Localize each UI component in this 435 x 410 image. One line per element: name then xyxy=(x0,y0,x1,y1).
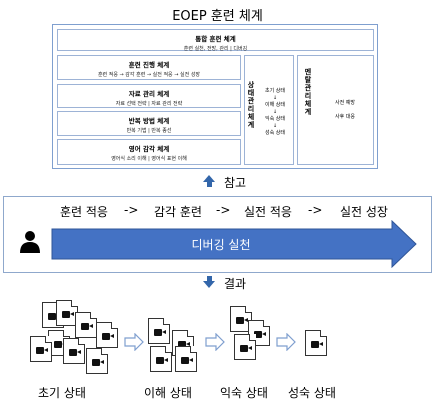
debugging-arrow: 디버깅 실천 xyxy=(51,219,417,269)
stage-label-initial: 초기 상태 xyxy=(38,386,86,400)
mental-item: 사후 대응 xyxy=(335,114,355,120)
box-material: 자료 관리 체계 자료 선택 전략 | 자료 관리 전략 xyxy=(57,84,241,108)
seq-step: 실전 적응 xyxy=(244,205,292,219)
state-flow: 초기 상태 ↓ 이해 상태 ↓ 익숙 상태 ↓ 성숙 상태 xyxy=(257,88,293,137)
box-sub: 자료 선택 전략 | 자료 관리 전략 xyxy=(115,101,183,107)
stage-label-familiar: 익숙 상태 xyxy=(220,386,268,400)
down-arrow-glyph: ↓ xyxy=(272,109,278,115)
mental-items: 사전 예방 사후 대응 xyxy=(320,96,370,124)
seq-step: 훈련 적응 xyxy=(60,205,108,219)
video-file-icon xyxy=(75,312,97,338)
up-arrow-icon xyxy=(203,175,215,187)
state-flow-item: 익숙 상태 xyxy=(265,116,285,122)
video-file-icon xyxy=(148,318,170,344)
state-flow-item: 이해 상태 xyxy=(265,102,285,108)
box-heading: 반복 방법 체계 xyxy=(128,117,170,125)
process-panel: 훈련 적응 -> 감각 훈련 -> 실전 적응 -> 실전 성장 디버깅 실천 xyxy=(3,196,432,273)
seq-arrow: -> xyxy=(308,203,323,217)
video-file-icon xyxy=(150,346,172,372)
box-heading: 훈련 진행 체계 xyxy=(128,61,170,69)
box-progress: 훈련 진행 체계 훈련 적응 → 감각 훈련 → 실전 적응 → 실전 성장 xyxy=(57,55,241,80)
box-sub: 훈련 적응 → 감각 훈련 → 실전 적응 → 실전 성장 xyxy=(97,72,201,78)
video-file-icon xyxy=(86,348,108,374)
box-heading: 통합 훈련 체계 xyxy=(195,35,236,43)
box-mental-management: 멘탈 관리 체계 사전 예방 사후 대응 xyxy=(297,55,374,165)
box-sub: 훈련 실천, 전망, 관리 | 디버깅 xyxy=(183,46,248,52)
video-file-icon xyxy=(305,330,327,356)
seq-step: 감각 훈련 xyxy=(154,205,202,219)
video-file-icon xyxy=(30,336,52,362)
state-flow-item: 성숙 상태 xyxy=(265,130,285,136)
framework-frame: 통합 훈련 체계 훈련 실천, 전망, 관리 | 디버깅 훈련 진행 체계 훈련… xyxy=(52,24,378,169)
down-arrow-icon xyxy=(203,276,215,288)
stage-label-understanding: 이해 상태 xyxy=(144,386,192,400)
diagram-title: EOEP 훈련 체계 xyxy=(172,9,263,24)
person-icon xyxy=(19,230,41,254)
video-file-icon xyxy=(63,338,85,364)
result-label: 결과 xyxy=(224,277,247,291)
box-heading: 자료 관리 체계 xyxy=(128,90,170,98)
down-arrow-glyph: ↓ xyxy=(272,95,278,101)
video-file-icon xyxy=(175,346,197,372)
box-integrated: 통합 훈련 체계 훈련 실천, 전망, 관리 | 디버깅 xyxy=(57,29,374,52)
right-arrow-icon xyxy=(124,332,144,355)
seq-arrow: -> xyxy=(124,203,139,217)
box-sub: 영어식 소리 이해 | 영어식 표현 이해 xyxy=(111,156,187,162)
box-heading: 영어 감각 체계 xyxy=(128,145,170,153)
mental-col-label: 멘탈 관리 체계 xyxy=(304,68,312,116)
reference-label: 참고 xyxy=(224,176,247,190)
box-state-management: 상태 관리 체계 초기 상태 ↓ 이해 상태 ↓ 익숙 상태 ↓ 성숙 상태 xyxy=(244,55,294,165)
right-arrow-icon xyxy=(276,332,296,355)
video-file-icon xyxy=(234,334,256,360)
video-file-icon xyxy=(230,306,252,332)
video-file-icon xyxy=(96,322,118,348)
mental-item: 사전 예방 xyxy=(335,100,355,106)
state-col-label: 상태 관리 체계 xyxy=(247,81,255,129)
box-sense: 영어 감각 체계 영어식 소리 이해 | 영어식 표현 이해 xyxy=(57,139,241,165)
seq-arrow: -> xyxy=(216,203,231,217)
video-file-icon xyxy=(56,300,78,326)
box-repeat: 반복 방법 체계 반복 기법 | 반복 종선 xyxy=(57,111,241,136)
down-arrow-glyph: ↓ xyxy=(272,123,278,129)
stage-label-mature: 성숙 상태 xyxy=(288,386,336,400)
box-sub: 반복 기법 | 반복 종선 xyxy=(126,128,172,134)
seq-step: 실전 성장 xyxy=(340,205,388,219)
state-flow-item: 초기 상태 xyxy=(265,88,285,94)
right-arrow-icon xyxy=(205,332,225,355)
debugging-label: 디버깅 실천 xyxy=(191,238,251,252)
